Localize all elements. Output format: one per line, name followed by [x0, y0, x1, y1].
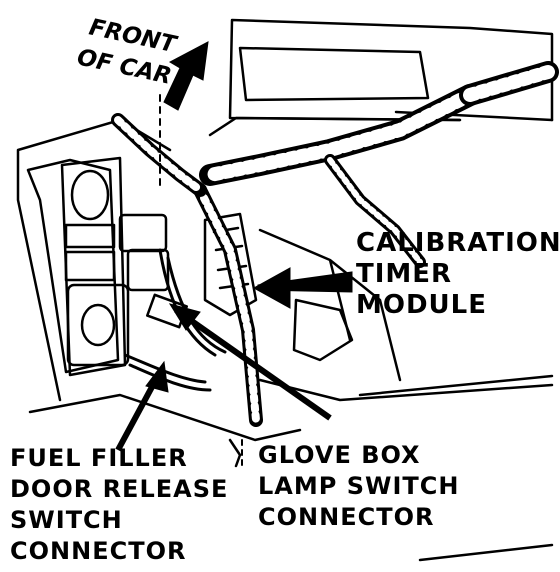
front-of-car-label: FRONT OF CAR — [75, 14, 181, 89]
calibration-line-3: MODULE — [356, 290, 487, 320]
drop-harness — [193, 183, 263, 427]
glove-box-line-1: GLOVE BOX — [258, 441, 421, 469]
upper-left-harness-inner — [114, 116, 204, 194]
bracket-lower — [292, 298, 354, 362]
fuel-filler-arrowhead — [145, 360, 169, 393]
fuel-filler-door-release-switch-connector-label: FUEL FILLER DOOR RELEASE SWITCH CONNECTO… — [10, 443, 228, 567]
main-harness-inner — [203, 88, 477, 182]
bracket-tab — [228, 438, 242, 468]
glove-box-line-3: CONNECTOR — [258, 503, 435, 531]
glove-box-line-2: LAMP SWITCH — [258, 472, 460, 500]
fuel-door-switch-body — [66, 283, 130, 367]
switch-knob-lower — [80, 303, 116, 347]
calibration-arrowhead — [252, 267, 291, 309]
switch-window-2 — [64, 250, 116, 282]
dash-panel-outline — [228, 18, 554, 122]
fuel-filler-line-2: DOOR RELEASE — [10, 475, 229, 503]
fuel-filler-line-4: CONNECTOR — [10, 537, 187, 565]
front-of-car-arrow — [163, 41, 209, 111]
calibration-timer-module-label: CALIBRATION TIMER MODULE — [356, 228, 560, 321]
fuel-filler-line-1: FUEL FILLER — [10, 444, 188, 472]
branch-harness-inner — [327, 157, 423, 265]
switch-knob-upper — [70, 169, 110, 221]
drop-harness-inner — [196, 186, 260, 424]
kick-panel — [16, 118, 172, 402]
calibration-line-1: CALIBRATION — [356, 228, 560, 258]
wire-bundle-4 — [128, 363, 212, 392]
fuel-filler-line-3: SWITCH — [10, 506, 123, 534]
glove-box-arrowhead — [168, 303, 201, 331]
glove-box-lamp-switch-connector-label: GLOVE BOX LAMP SWITCH CONNECTOR — [258, 440, 459, 533]
glove-box-leader — [174, 307, 332, 421]
connector-block-a — [118, 213, 168, 253]
floor-line — [28, 374, 554, 562]
connector-block-b — [126, 248, 170, 292]
calibration-line-2: TIMER — [356, 259, 453, 289]
harness-right-end-inner — [463, 65, 555, 102]
panel-lower-right — [258, 228, 402, 382]
switch-window-1 — [64, 223, 116, 249]
